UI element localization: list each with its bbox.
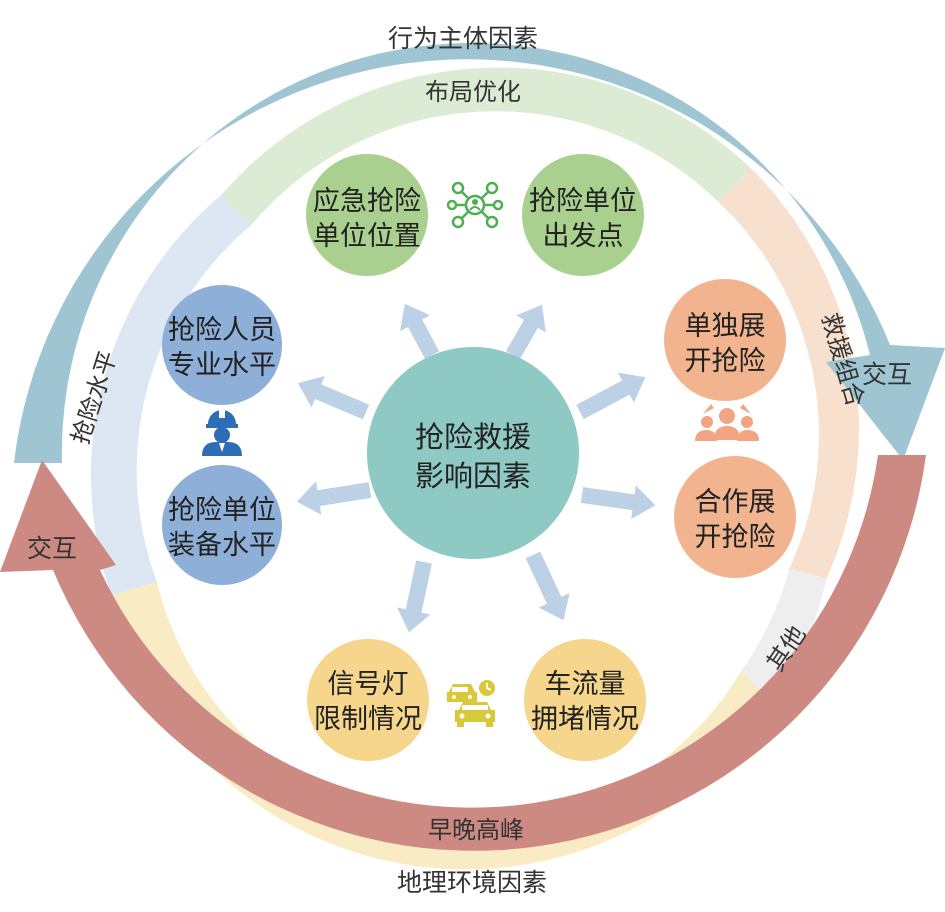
band-bottom-label: 早晚高峰 <box>428 816 524 844</box>
outer-bottom-arc-arrow <box>0 455 926 851</box>
node-departure <box>522 154 644 276</box>
node-joint-line1: 合作展 <box>695 487 776 518</box>
node-personnel-line1: 抢险人员 <box>168 315 276 346</box>
band-right-sector <box>718 168 859 579</box>
arrow-to-traffic <box>525 551 570 621</box>
node-equipment-line2: 装备水平 <box>168 530 276 561</box>
node-single <box>664 279 786 401</box>
node-departure-line2: 出发点 <box>543 221 624 252</box>
right-interact-label: 交互 <box>862 360 912 389</box>
node-signal <box>307 639 429 761</box>
node-personnel-line2: 专业水平 <box>168 350 276 381</box>
outer-bottom-label: 地理环境因素 <box>397 868 547 897</box>
node-single-line1: 单独展 <box>685 311 766 342</box>
worker-icon <box>202 410 242 456</box>
node-location-line2: 单位位置 <box>313 221 421 252</box>
team-icon <box>695 404 759 441</box>
node-personnel <box>162 285 282 405</box>
arrow-to-location <box>400 303 440 359</box>
arrow-to-equipment <box>296 481 372 515</box>
arrow-to-personnel <box>297 376 370 420</box>
node-traffic-line1: 车流量 <box>545 669 626 700</box>
node-location-line1: 应急抢险 <box>313 186 421 217</box>
band-top-label: 布局优化 <box>425 78 521 106</box>
node-single-line2: 开抢险 <box>685 346 766 377</box>
node-equipment <box>162 465 282 585</box>
node-joint <box>674 456 796 578</box>
band-other-sector <box>741 569 827 704</box>
center-circle <box>367 347 579 559</box>
traffic-icon <box>447 680 495 727</box>
band-top-sector <box>221 67 751 226</box>
arrow-to-single <box>576 372 646 420</box>
arrow-to-departure <box>506 304 546 359</box>
node-traffic <box>524 639 646 761</box>
node-departure-line1: 抢险单位 <box>529 186 637 217</box>
center-arrows <box>296 303 656 633</box>
node-equipment-line1: 抢险单位 <box>168 495 276 526</box>
arrow-to-signal <box>396 560 432 633</box>
network-icon <box>446 181 504 229</box>
band-left-sector <box>90 195 252 596</box>
outer-top-label: 行为主体因素 <box>388 24 538 53</box>
arrow-to-joint <box>580 485 656 520</box>
node-signal-line1: 信号灯 <box>328 669 409 700</box>
node-signal-line2: 限制情况 <box>314 704 422 735</box>
left-interact-label: 交互 <box>27 534 77 563</box>
center-line1: 抢险救援 <box>415 420 531 454</box>
center-line2: 影响因素 <box>415 459 531 493</box>
node-location <box>306 154 428 276</box>
node-traffic-line2: 拥堵情况 <box>531 704 639 735</box>
node-joint-line2: 开抢险 <box>695 522 776 553</box>
